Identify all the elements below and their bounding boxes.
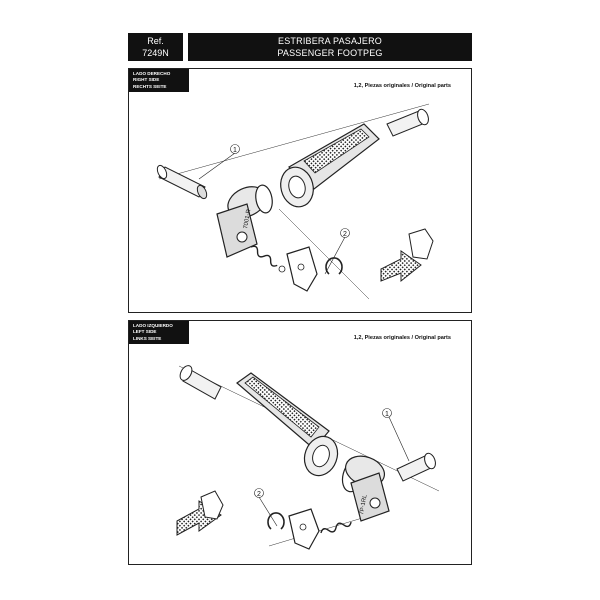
- spring-plate: [288, 508, 320, 550]
- assembly-axis-line: [158, 103, 430, 180]
- mount-marking: 7001-R: [243, 208, 252, 229]
- pivot-pin-left: [179, 365, 222, 400]
- footpeg-mount: 7P-1RL: [341, 455, 390, 522]
- pivot-pin-right: [386, 108, 429, 137]
- ref-code: 7249N: [142, 48, 169, 58]
- original-parts-note: 1,2, Piezas originales / Original parts: [353, 83, 451, 89]
- mount-marking: 7P-1RL: [359, 494, 369, 516]
- orientation-arrow-icon: [176, 490, 224, 536]
- ref-label: Ref.: [147, 36, 164, 46]
- orientation-arrow-icon: [380, 228, 434, 283]
- side-label-en: LEFT SIDE: [133, 329, 157, 335]
- side-tag-right: LADO DERECHO RIGHT SIDE RECHTS SEITE: [129, 69, 189, 93]
- callout-2-marker: [254, 488, 264, 498]
- panel-right-side: LADO DERECHO RIGHT SIDE RECHTS SEITE 1,2…: [128, 68, 472, 313]
- reference-box: Ref. 7249N: [128, 33, 183, 61]
- callout-1: 1: [385, 411, 389, 418]
- pivot-pin-left: [156, 164, 208, 200]
- callout-1-marker: [382, 408, 392, 418]
- callout-2: 2: [343, 231, 347, 238]
- side-label-es: LADO DERECHO: [133, 71, 171, 76]
- side-label-en: RIGHT SIDE: [133, 77, 160, 83]
- circlip: [325, 257, 343, 275]
- title-english: PASSENGER FOOTPEG: [277, 48, 383, 58]
- detent-ball: [278, 265, 286, 273]
- callout-1: 1: [233, 147, 237, 154]
- return-spring: [250, 245, 278, 267]
- footpeg: [280, 123, 380, 208]
- return-spring: [320, 521, 352, 534]
- side-tag-left: LADO IZQUIERDO LEFT SIDE LINKS SEITE: [129, 321, 189, 345]
- callout-2: 2: [257, 491, 261, 498]
- footpeg-mount: 7001-R: [216, 184, 273, 258]
- exploded-diagram-left: 7P-1RL 1 2: [176, 365, 440, 550]
- title-spanish: ESTRIBERA PASAJERO: [278, 36, 382, 46]
- callout-1-marker: [230, 144, 240, 154]
- side-label-es: LADO IZQUIERDO: [133, 323, 173, 328]
- circlip: [267, 512, 285, 530]
- panel-left-side: LADO IZQUIERDO LEFT SIDE LINKS SEITE 1,2…: [128, 320, 472, 565]
- callout-2-marker: [340, 228, 350, 238]
- original-parts-note: 1,2, Piezas originales / Original parts: [353, 335, 451, 341]
- pivot-pin-right: [396, 452, 436, 482]
- document-header: Ref. 7249N ESTRIBERA PASAJERO PASSENGER …: [128, 33, 472, 61]
- spring-axis-line: [278, 208, 370, 300]
- footpeg: [236, 372, 339, 477]
- spring-plate: [286, 246, 318, 292]
- side-label-de: LINKS SEITE: [133, 335, 162, 341]
- side-label-de: RECHTS SEITE: [133, 83, 167, 89]
- exploded-diagram-right: 7001-R 1 2: [156, 103, 434, 300]
- title-box: ESTRIBERA PASAJERO PASSENGER FOOTPEG: [188, 33, 472, 61]
